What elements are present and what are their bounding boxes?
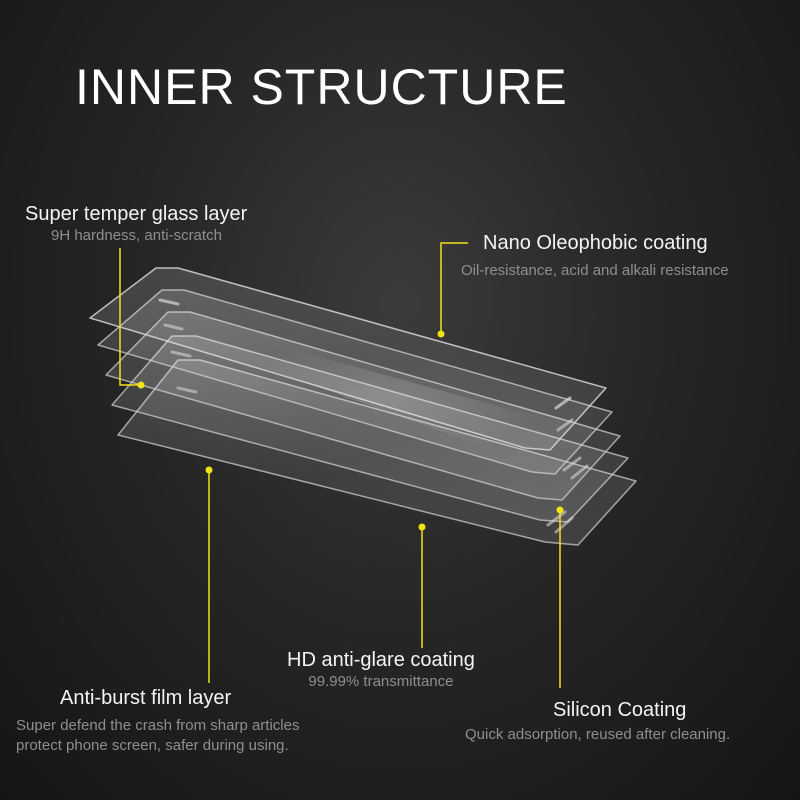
label-silicon-sub: Quick adsorption, reused after cleaning.: [465, 725, 730, 745]
leader-dot-antiglare: [418, 523, 426, 531]
label-antiburst-subtitle-1: Super defend the crash from sharp articl…: [16, 717, 300, 734]
label-antiburst: Anti-burst film layer: [60, 686, 231, 710]
label-oleophobic-subtitle: Oil-resistance, acid and alkali resistan…: [461, 262, 729, 279]
page-title: INNER STRUCTURE: [75, 59, 568, 115]
leader-line-oleophobic: [440, 242, 468, 334]
label-oleophobic: Nano Oleophobic coating: [483, 231, 708, 255]
label-antiburst-subtitle-2: protect phone screen, safer during using…: [16, 737, 289, 754]
leader-dot-glass: [137, 381, 145, 389]
leader-dot-oleophobic: [437, 330, 445, 338]
label-oleophobic-sub: Oil-resistance, acid and alkali resistan…: [461, 261, 729, 281]
label-antiglare-title: HD anti-glare coating: [287, 649, 475, 671]
label-glass-title: Super temper glass layer: [25, 203, 248, 225]
leader-dot-silicon: [556, 506, 564, 514]
label-oleophobic-title: Nano Oleophobic coating: [483, 232, 708, 254]
leader-dot-antiburst: [205, 466, 213, 474]
label-silicon: Silicon Coating: [553, 698, 686, 722]
label-glass: Super temper glass layer 9H hardness, an…: [25, 202, 247, 246]
label-silicon-subtitle: Quick adsorption, reused after cleaning.: [465, 726, 731, 743]
leader-line-glass: [119, 248, 141, 386]
label-antiburst-title: Anti-burst film layer: [60, 687, 232, 709]
label-silicon-title: Silicon Coating: [553, 699, 687, 721]
layer-1: [89, 267, 607, 460]
label-antiglare-subtitle: 99.99% transmittance: [308, 673, 454, 690]
label-glass-subtitle: 9H hardness, anti-scratch: [51, 227, 222, 244]
label-antiglare: HD anti-glare coating 99.99% transmittan…: [287, 648, 475, 692]
label-antiburst-sub: Super defend the crash from sharp articl…: [16, 716, 299, 756]
